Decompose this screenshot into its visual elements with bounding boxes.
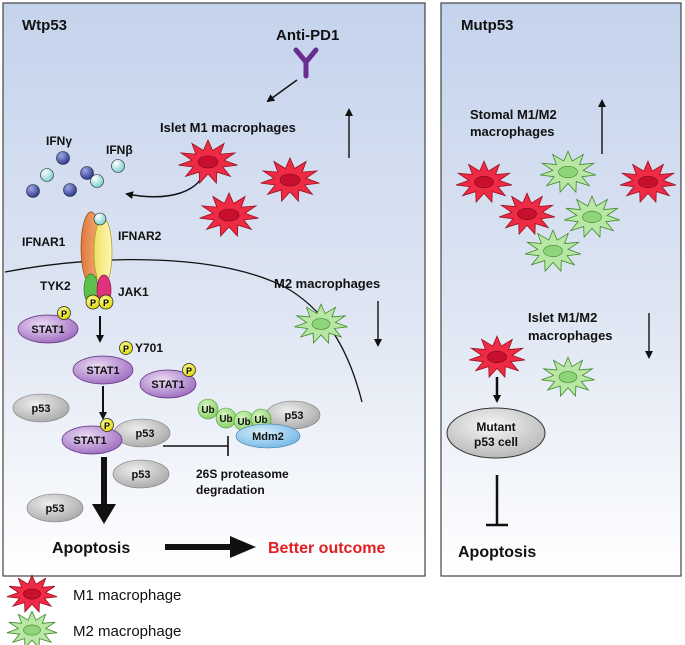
stromal-label-line1: Stomal M1/M2 [470,107,557,122]
ifnar1-label: IFNAR1 [22,235,66,249]
islet-m1-label: Islet M1 macrophages [160,120,296,135]
stat1-2: STAT1 P [72,341,134,385]
proteasome-label-line1: 26S proteasome [196,467,289,481]
wtp53-title: Wtp53 [22,17,67,34]
svg-text:STAT1: STAT1 [86,365,119,377]
p53-free-2: p53 [112,459,170,489]
islet-macrophages [468,335,595,397]
m2-macrophage [6,610,58,645]
jak-phospho-2: P [98,294,114,310]
legend-m2-icon [6,610,58,645]
ifn-gamma-label: IFNγ [46,134,72,148]
jak-phospho-1: P [85,294,101,310]
svg-text:P: P [123,344,129,354]
stat1-p53-complex: p53 STAT1 P [61,418,171,455]
m2-macrophage [539,150,597,194]
legend-m1-icon [6,574,58,613]
apoptosis-label-left: Apoptosis [52,540,130,557]
arrow-antibody-to-m1 [266,79,298,103]
m2-macrophage-left [294,303,348,344]
legend-m1-label: M1 macrophage [73,587,181,604]
mutant-p53-cell: Mutant p53 cell [446,407,546,459]
svg-text:p53 cell: p53 cell [474,435,518,449]
m2-macrophage [294,303,348,344]
svg-text:STAT1: STAT1 [151,379,184,391]
m1-macrophage [455,160,513,204]
y701-label: Y701 [135,341,163,355]
mutp53-panel [440,2,682,577]
m2-macrophages-label: M2 macrophages [274,276,380,291]
ifnar2-label: IFNAR2 [118,229,162,243]
anti-pd1-label: Anti-PD1 [276,27,339,44]
antibody-icon [293,47,319,79]
m2-macrophage [541,356,595,397]
svg-text:Ub: Ub [201,405,214,416]
ifn-molecules [26,151,125,198]
svg-text:Mutant: Mutant [476,420,515,434]
m2-macrophage [563,195,621,239]
better-outcome-label: Better outcome [268,540,385,557]
svg-text:P: P [90,298,96,308]
svg-text:Ub: Ub [219,414,232,425]
wtp53-panel [2,2,426,577]
svg-text:STAT1: STAT1 [73,435,106,447]
stat1-1: STAT1 P [17,306,79,344]
stromal-macrophages [455,150,677,273]
tyk2-label: TYK2 [40,279,71,293]
islet-m1-macrophages [178,139,320,238]
mutp53-title: Mutp53 [461,17,514,34]
svg-text:p53: p53 [32,403,51,415]
m2-macrophage [524,229,582,273]
m1-macrophage [199,192,259,238]
jak1-label: JAK1 [118,285,149,299]
m1-macrophage [178,139,238,185]
ubiquitin-mdm2-complex: p53 Ub Ub Ub Ub Mdm2 [197,398,321,449]
legend-m2-label: M2 macrophage [73,623,181,640]
m1-macrophage [619,160,677,204]
p53-free-3: p53 [26,493,84,523]
ifnar-receptor [80,211,113,306]
m1-macrophage [498,192,556,236]
stat1-3: STAT1 P [139,363,197,399]
svg-text:p53: p53 [46,503,65,515]
svg-text:STAT1: STAT1 [31,324,64,336]
svg-text:Mdm2: Mdm2 [252,431,284,443]
svg-text:p53: p53 [132,469,151,481]
svg-text:P: P [186,366,192,376]
stromal-label-line2: macrophages [470,124,555,139]
svg-text:P: P [104,421,110,431]
p53-free-1: p53 [12,393,70,423]
m1-macrophage [6,574,58,613]
m1-macrophage [260,157,320,203]
svg-text:P: P [61,309,67,319]
apoptosis-label-right: Apoptosis [458,544,536,561]
svg-text:P: P [103,298,109,308]
islet-m1m2-label-line2: macrophages [528,328,613,343]
svg-text:p53: p53 [136,428,155,440]
m1-macrophage [468,335,526,379]
ifn-beta-label: IFNβ [106,143,133,157]
svg-text:p53: p53 [285,410,304,422]
svg-text:Ub: Ub [237,417,250,428]
proteasome-label-line2: degradation [196,483,265,497]
islet-m1m2-label-line1: Islet M1/M2 [528,310,597,325]
svg-text:Ub: Ub [254,415,267,426]
